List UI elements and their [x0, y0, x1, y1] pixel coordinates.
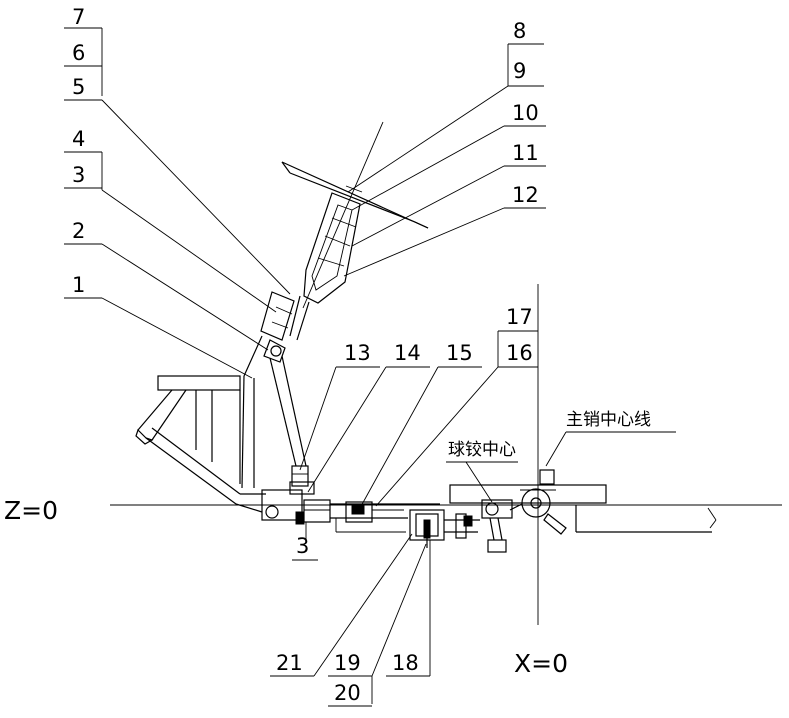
callouts-middle-row: 13 14 15 17 16 [300, 305, 538, 508]
callout-4: 4 [72, 127, 85, 151]
callout-11: 11 [512, 141, 539, 165]
callout-18: 18 [392, 651, 419, 675]
callout-12: 12 [512, 183, 539, 207]
callout-15: 15 [446, 341, 473, 365]
axle-beam [576, 505, 716, 532]
callout-10: 10 [512, 101, 539, 125]
x-zero-label: X=0 [514, 649, 568, 678]
callout-3-upper: 3 [72, 163, 85, 187]
callout-5: 5 [72, 75, 85, 99]
callout-9: 9 [513, 59, 526, 83]
callout-21: 21 [276, 651, 303, 675]
callout-2: 2 [72, 219, 85, 243]
callout-3-lower: 3 [296, 534, 309, 558]
callouts-bottom-row: 3 21 19 20 18 [270, 522, 430, 706]
kingpin-centerline-label: 主销中心线 [566, 410, 651, 430]
callout-17: 17 [506, 305, 533, 329]
middle-bracket [410, 510, 480, 548]
callouts-right-column: 8 9 10 11 12 [344, 19, 546, 276]
ball-joint [482, 500, 512, 552]
callout-6: 6 [72, 41, 85, 65]
callout-19: 19 [334, 651, 361, 675]
callout-13: 13 [344, 341, 371, 365]
steering-axis-line [303, 122, 383, 308]
lower-steering-column [242, 292, 309, 488]
support-frame [136, 376, 266, 512]
callout-8: 8 [513, 19, 526, 43]
steering-wheel [282, 162, 428, 228]
z-zero-label: Z=0 [4, 496, 58, 525]
callout-14: 14 [394, 341, 421, 365]
steering-gear-box [262, 482, 330, 524]
steering-knuckle [450, 470, 606, 534]
ball-joint-center-label: 球铰中心 [448, 440, 516, 460]
callout-16: 16 [506, 341, 533, 365]
callout-20: 20 [334, 681, 361, 705]
callouts-left-column: 7 6 5 4 3 2 1 [64, 5, 290, 378]
intermediate-shaft [270, 356, 308, 486]
callout-7: 7 [72, 5, 85, 29]
callout-1: 1 [72, 273, 85, 297]
